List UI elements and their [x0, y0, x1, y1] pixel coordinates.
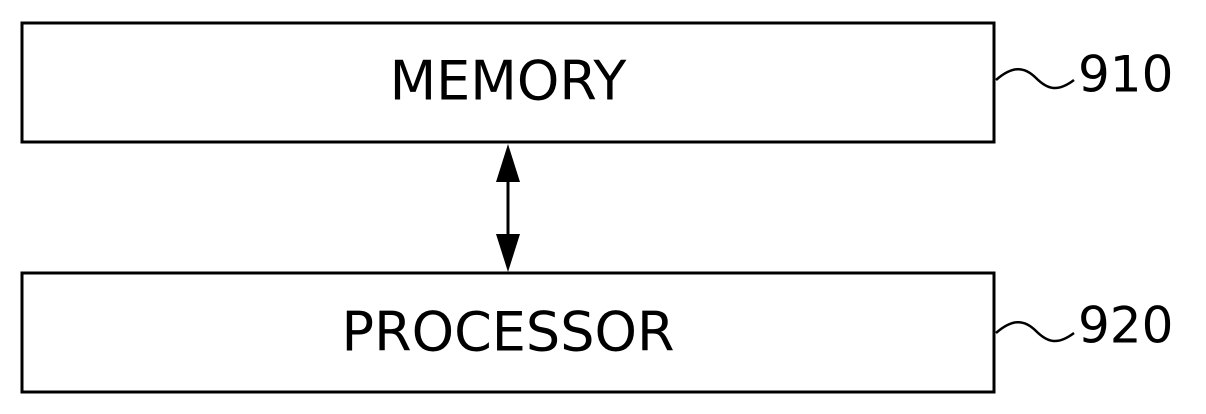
processor-label: PROCESSOR	[342, 301, 675, 364]
bidirectional-arrow	[496, 144, 520, 272]
processor-ref-number: 920	[1078, 297, 1173, 355]
memory-block: MEMORY	[22, 23, 994, 142]
memory-label: MEMORY	[390, 50, 628, 113]
memory-leader-line	[996, 69, 1074, 88]
processor-ref: 920	[996, 297, 1173, 355]
memory-ref: 910	[996, 46, 1173, 104]
memory-ref-number: 910	[1078, 46, 1173, 104]
arrowhead-down-icon	[496, 234, 520, 272]
arrowhead-up-icon	[496, 144, 520, 182]
processor-block: PROCESSOR	[22, 273, 994, 392]
processor-leader-line	[996, 322, 1074, 341]
